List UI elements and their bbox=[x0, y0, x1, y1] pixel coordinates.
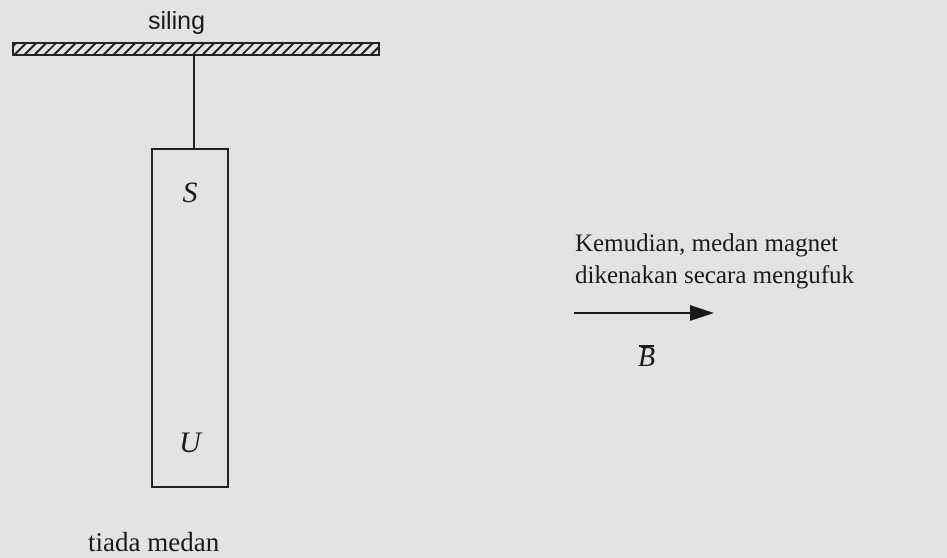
suspension-string bbox=[193, 56, 195, 148]
ceiling-label: siling bbox=[148, 7, 205, 35]
field-description: Kemudian, medan magnet dikenakan secara … bbox=[575, 228, 854, 292]
magnetic-field-symbol-letter: B bbox=[638, 342, 656, 373]
vector-bar bbox=[639, 345, 655, 347]
ceiling-hatch bbox=[12, 42, 380, 56]
field-description-line-2: dikenakan secara mengufuk bbox=[575, 262, 855, 289]
field-description-line-1: Kemudian, medan magnet bbox=[575, 230, 839, 257]
no-field-caption: tiada medan bbox=[88, 527, 220, 557]
south-pole-label: S bbox=[182, 176, 198, 209]
magnetic-field-symbol: B bbox=[638, 342, 655, 374]
field-direction-arrow-icon bbox=[574, 305, 714, 321]
north-pole-label: U bbox=[179, 426, 201, 459]
bar-magnet: S U bbox=[151, 148, 229, 488]
